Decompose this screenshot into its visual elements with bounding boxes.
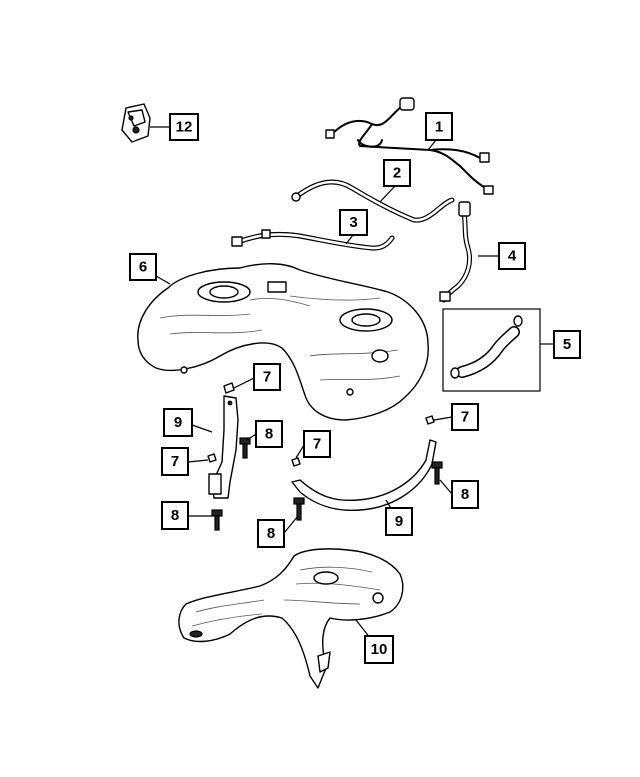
callout-8-a-label: 8 (265, 426, 273, 443)
callout-8-b-label: 8 (171, 507, 179, 524)
part-10-heat-shield (178, 548, 404, 689)
callout-9-a: 9 (163, 408, 193, 437)
callout-1: 1 (425, 112, 453, 141)
callout-9-b: 9 (385, 507, 413, 536)
part-4-filler-tube (439, 201, 473, 303)
leader-lines (150, 126, 554, 649)
callout-10: 10 (364, 635, 394, 664)
callout-7-c-label: 7 (461, 409, 469, 426)
part-6-fuel-tank (137, 263, 429, 421)
callout-7-c: 7 (451, 403, 479, 431)
callout-4-label: 4 (508, 248, 517, 265)
callout-8-b: 8 (161, 501, 189, 530)
part-9-strap-left (208, 395, 239, 499)
callout-4: 4 (498, 242, 526, 270)
callout-2: 2 (383, 159, 411, 187)
callout-12: 12 (169, 113, 199, 141)
callout-6-label: 6 (139, 259, 147, 276)
part-12-module (121, 103, 151, 143)
callout-8-c: 8 (257, 519, 285, 548)
part-1-wiring-harness (325, 97, 494, 195)
callout-1-label: 1 (435, 119, 443, 136)
part-5-hose-frame (442, 308, 541, 392)
callout-7-a: 7 (253, 363, 281, 391)
callout-5-label: 5 (563, 336, 571, 353)
callout-3-label: 3 (349, 214, 357, 231)
callout-8-d: 8 (451, 480, 479, 509)
callout-5: 5 (553, 330, 581, 359)
part-7-clips (207, 382, 435, 467)
callout-12-label: 12 (176, 119, 193, 136)
callout-7-b-label: 7 (313, 436, 321, 453)
callout-7-d-label: 7 (171, 453, 179, 470)
callout-7-b: 7 (303, 430, 331, 458)
part-8-bolts (211, 437, 443, 531)
callout-6: 6 (129, 253, 157, 281)
callout-9-a-label: 9 (174, 414, 182, 431)
callout-8-c-label: 8 (267, 525, 275, 542)
callout-7-a-label: 7 (263, 369, 271, 386)
callout-8-a: 8 (255, 420, 283, 448)
part-9-strap-lower (291, 439, 437, 512)
callout-10-label: 10 (371, 641, 388, 658)
part-3-vapor-line (231, 229, 395, 251)
callout-3: 3 (339, 209, 368, 236)
part-2-fuel-line (291, 179, 455, 223)
callout-9-b-label: 9 (395, 513, 403, 530)
callout-7-d: 7 (161, 447, 189, 476)
callout-2-label: 2 (393, 165, 401, 182)
callout-8-d-label: 8 (461, 486, 469, 503)
